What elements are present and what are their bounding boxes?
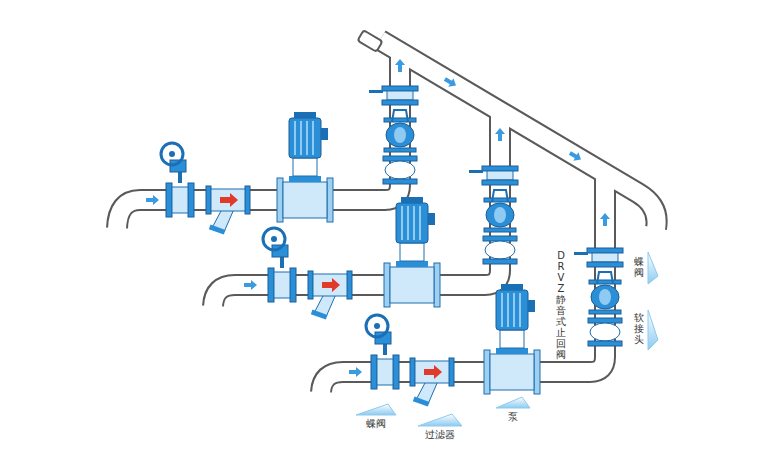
header-end-cap [357, 30, 382, 52]
vertical-label: 软接头 [634, 312, 644, 345]
part-label: 蝶阀 [366, 417, 386, 431]
flow-arrows [146, 59, 610, 377]
label-tabs [356, 252, 658, 426]
riser-valve-set [469, 166, 518, 264]
butterfly-valve [161, 143, 194, 217]
y-strainer [308, 271, 352, 320]
y-strainer [410, 358, 454, 407]
butterfly-valve [366, 315, 399, 389]
vertical-label: DRVZ静音式止回阀 [556, 250, 566, 360]
label-holder: 过滤器 [425, 428, 455, 442]
pipe-outline [117, 40, 657, 392]
vertical-pump [384, 197, 440, 307]
riser-valve-set [574, 248, 623, 346]
label-holder: 蝶阀 [366, 417, 386, 431]
part-label: 过滤器 [425, 428, 455, 442]
vertical-pump [277, 112, 333, 222]
label-holder: 泵 [508, 410, 518, 424]
vertical-pump [484, 284, 540, 394]
y-strainer [206, 186, 250, 235]
pipe-body [117, 40, 657, 393]
label-holder: 软接头 [634, 312, 644, 345]
label-holder: DRVZ静音式止回阀 [556, 250, 566, 360]
vertical-label: 蝶阀 [634, 256, 644, 278]
label-holder: 蝶阀 [634, 256, 644, 278]
butterfly-valve [263, 228, 296, 302]
part-label: 泵 [508, 410, 518, 424]
riser-valve-set [369, 86, 418, 184]
